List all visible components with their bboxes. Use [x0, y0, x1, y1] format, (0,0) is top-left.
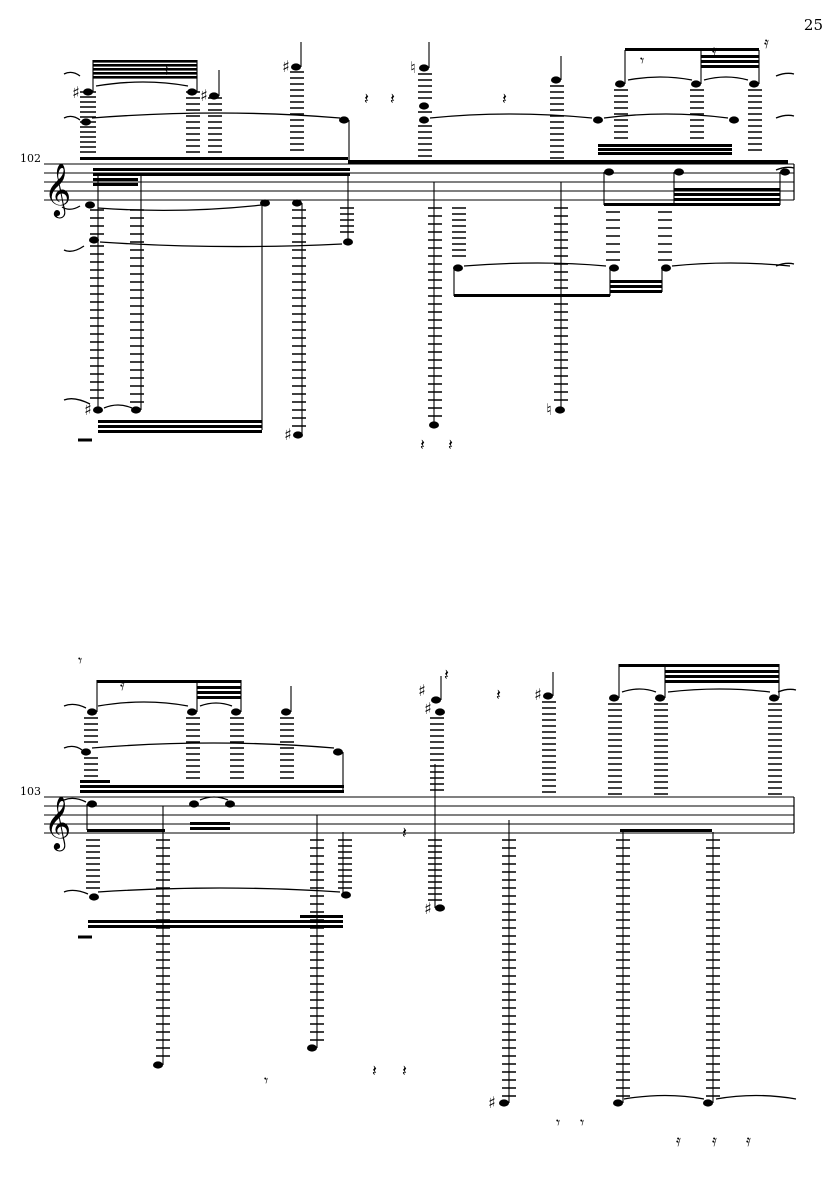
quarter-rest-icon: 𝄽: [402, 823, 407, 842]
notehead: [674, 168, 684, 176]
notehead: [729, 116, 739, 124]
sixteenth-rest-icon: 𝄿: [676, 1131, 681, 1150]
notehead: [419, 116, 429, 124]
quarter-rest-icon: 𝄽: [402, 1061, 407, 1080]
beams-103: [80, 664, 779, 928]
natural-icon: ♮: [546, 400, 552, 419]
eighth-rest-icon: 𝄾: [264, 1071, 268, 1090]
quarter-rest-icon: 𝄽: [164, 61, 169, 80]
eighth-rest-icon: 𝄾: [640, 51, 644, 70]
sixteenth-rest-icon: 𝄿: [746, 1131, 751, 1150]
sixteenth-rest-icon: 𝄿: [712, 1131, 717, 1150]
measure-number-102: 102: [20, 152, 41, 165]
notehead: [749, 80, 759, 88]
upper-voice-103: [81, 692, 779, 808]
ties-103: [63, 688, 797, 1100]
ledger-lines-upper-103: [84, 701, 782, 795]
sharp-icon: ♯: [418, 681, 426, 700]
page-number: 25: [803, 16, 823, 34]
stems-lower-102: [97, 175, 663, 435]
measure-number-103: 103: [20, 785, 41, 798]
notehead: [419, 64, 429, 72]
sharp-icon: ♯: [72, 83, 80, 102]
sharp-icon: ♯: [284, 425, 292, 444]
rests-102: 𝄽 𝄽 𝄽 𝄽 𝄽 𝄽 𝄾 𝄿 𝄿: [164, 33, 769, 454]
quarter-rest-icon: 𝄽: [372, 1061, 377, 1080]
accidentals-103: ♯ ♯ ♯ ♯ ♯: [418, 681, 542, 1112]
eighth-rest-icon: 𝄾: [580, 1113, 584, 1132]
quarter-rest-icon: 𝄽: [390, 89, 395, 108]
accidentals-102: ♯ ♯ ♯ ♮ ♯ ♯ ♮: [72, 57, 552, 444]
notehead: [604, 168, 614, 176]
eighth-rest-icon: 𝄾: [556, 1113, 560, 1132]
sharp-icon: ♯: [424, 699, 432, 718]
sharp-icon: ♯: [282, 57, 290, 76]
sharp-icon: ♯: [424, 899, 432, 918]
quarter-rest-icon: 𝄽: [364, 89, 369, 108]
sharp-icon: ♯: [488, 1093, 496, 1112]
ledger-lines-lower-102: [78, 207, 672, 442]
sharp-icon: ♯: [84, 400, 92, 419]
notehead: [419, 102, 429, 110]
ledger-lines-upper-102: [80, 71, 762, 159]
lower-voice-103: [89, 891, 713, 1107]
sharp-icon: ♯: [534, 685, 542, 704]
notehead: [291, 63, 301, 71]
quarter-rest-icon: 𝄽: [502, 89, 507, 108]
notehead: [339, 116, 349, 124]
staff-system-103: [44, 796, 794, 834]
sharp-icon: ♯: [200, 86, 208, 105]
sixteenth-rest-icon: 𝄿: [764, 33, 769, 52]
notehead: [691, 80, 701, 88]
ties-102: [61, 71, 795, 409]
quarter-rest-icon: 𝄽: [444, 665, 449, 684]
quarter-rest-icon: 𝄽: [420, 435, 425, 454]
lower-voice-102: [85, 199, 671, 439]
notehead: [593, 116, 603, 124]
treble-clef-icon: 𝄞: [44, 795, 71, 851]
quarter-rest-icon: 𝄽: [496, 685, 501, 704]
natural-icon: ♮: [410, 58, 416, 77]
notehead: [615, 80, 625, 88]
sixteenth-rest-icon: 𝄿: [712, 41, 717, 60]
sixteenth-rest-icon: 𝄿: [120, 675, 125, 694]
quarter-rest-icon: 𝄽: [448, 435, 453, 454]
notehead: [551, 76, 561, 84]
rests-103: 𝄾 𝄿 𝄽 𝄽 𝄽 𝄾 𝄽 𝄽 𝄾 𝄾 𝄿 𝄿 𝄿: [78, 651, 751, 1150]
ledger-lines-lower-103: [78, 839, 720, 1097]
notehead: [780, 168, 790, 176]
beams-102: [80, 48, 788, 433]
eighth-rest-icon: 𝄾: [78, 651, 82, 670]
